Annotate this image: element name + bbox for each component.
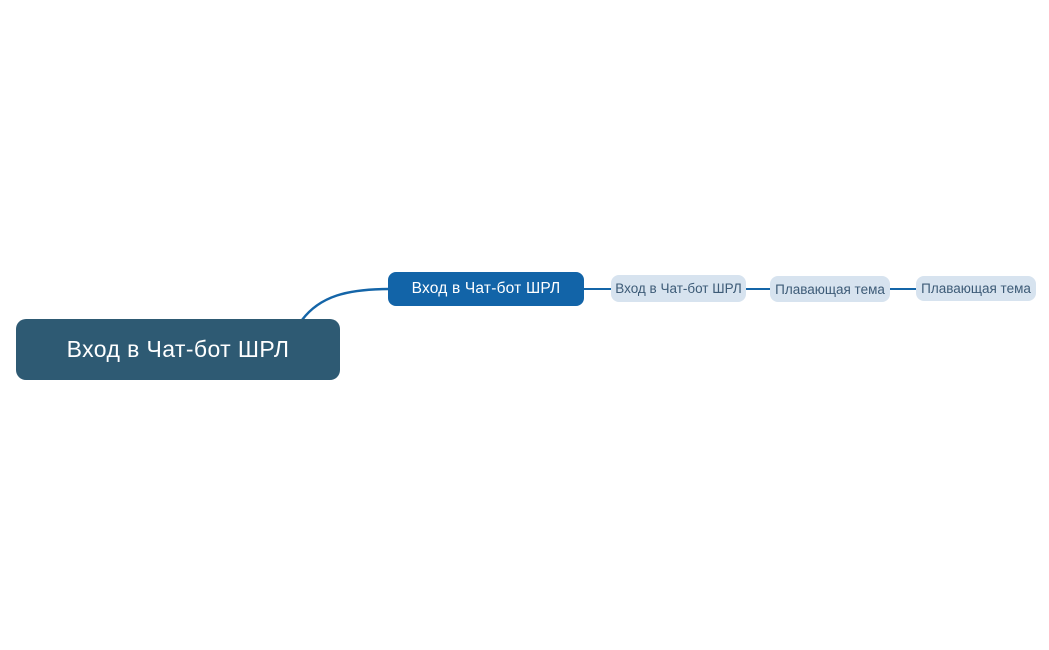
floating-topic-1-label: Плавающая тема [775, 281, 885, 297]
floating-topic-2[interactable]: Плавающая тема [916, 276, 1036, 301]
connector-root-to-main [300, 287, 391, 322]
main-topic-label: Вход в Чат-бот ШРЛ [411, 280, 561, 297]
main-topic[interactable]: Вход в Чат-бот ШРЛ [388, 272, 584, 306]
root-topic[interactable]: Вход в Чат-бот ШРЛ [16, 319, 340, 380]
floating-topic-1[interactable]: Плавающая тема [770, 276, 890, 302]
root-topic-label: Вход в Чат-бот ШРЛ [66, 336, 290, 362]
floating-topic-2-label: Плавающая тема [921, 281, 1031, 296]
subtopic[interactable]: Вход в Чат-бот ШРЛ [611, 275, 746, 302]
subtopic-label: Вход в Чат-бот ШРЛ [615, 281, 742, 296]
